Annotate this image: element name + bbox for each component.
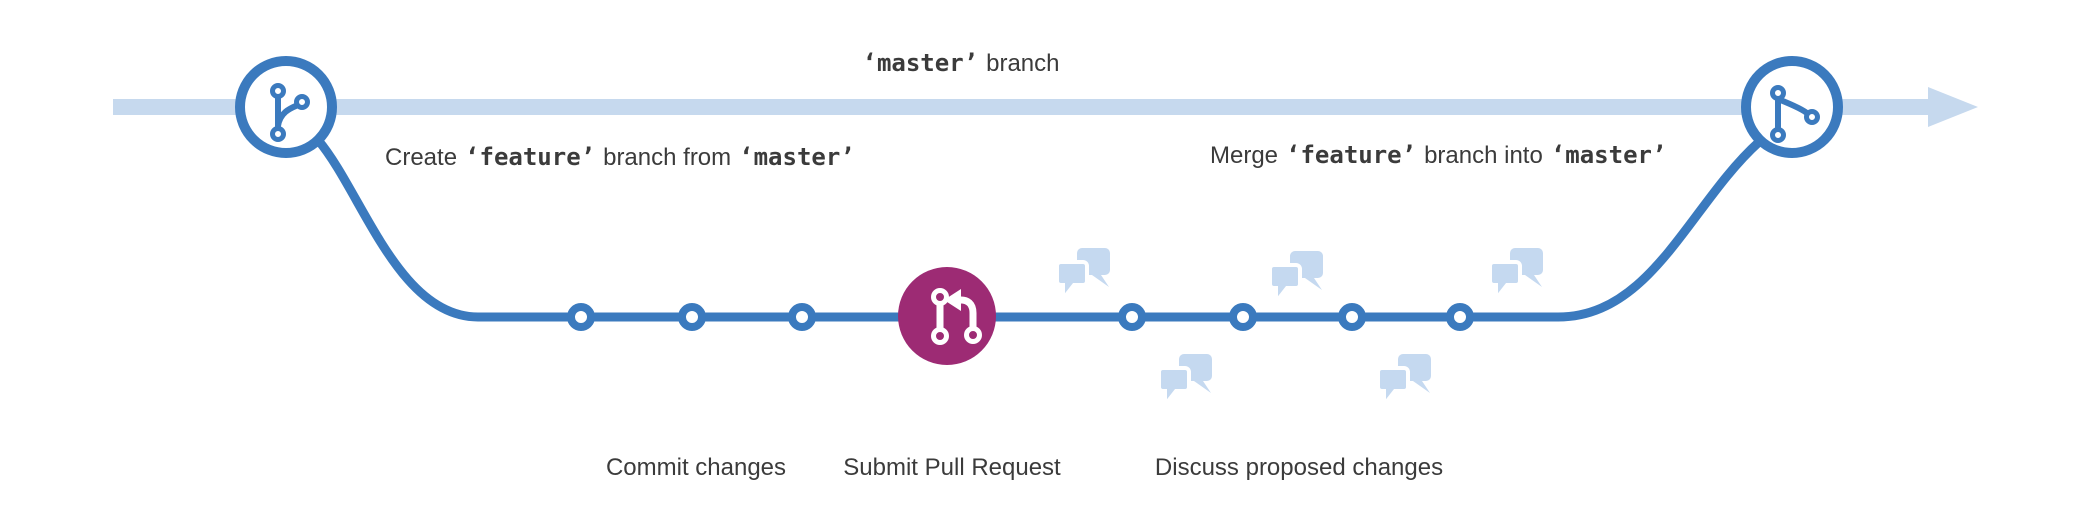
discuss-changes-label: Discuss proposed changes [1154, 454, 1444, 481]
feature-branch-name: ‘feature’ [465, 143, 596, 171]
discussion-bubbles-icon [1155, 352, 1217, 410]
commit-dot [1118, 303, 1146, 331]
commit-dot [1338, 303, 1366, 331]
create-word: Create [385, 144, 458, 171]
commit-dot [1229, 303, 1257, 331]
branch-from-words: branch from [603, 144, 732, 171]
discussion-bubbles-icon [1374, 352, 1436, 410]
git-branch-icon [270, 83, 310, 142]
git-merge-icon [1770, 85, 1820, 143]
commit-dot [788, 303, 816, 331]
master-branch-word: branch [986, 50, 1060, 77]
create-branch-label: Create ‘feature’ branch from ‘master’ [385, 142, 859, 173]
master-branch-name: ‘master’ [862, 49, 979, 77]
feature-branch-name: ‘feature’ [1286, 141, 1417, 169]
commit-dots [567, 303, 1474, 331]
branch-point-node [235, 56, 337, 158]
arrowhead-icon [1928, 87, 1978, 127]
commit-dot [567, 303, 595, 331]
commit-dot [1446, 303, 1474, 331]
merge-branch-label: Merge ‘feature’ branch into ‘master’ [1210, 140, 1670, 171]
submit-pull-request-label: Submit Pull Request [843, 454, 1061, 481]
feature-branch-line [314, 137, 1763, 322]
merge-word: Merge [1210, 142, 1279, 169]
pull-request-node [898, 267, 996, 365]
merge-point-node [1741, 56, 1843, 158]
branch-into-words: branch into [1424, 142, 1543, 169]
git-pull-request-icon [931, 288, 982, 345]
commit-dot [678, 303, 706, 331]
commit-changes-label: Commit changes [605, 454, 787, 481]
master-branch-label: ‘master’ branch [863, 48, 1064, 79]
discussion-bubbles-icon [1486, 246, 1548, 304]
master-branch-name: ‘master’ [739, 143, 855, 171]
master-branch-line [113, 87, 1978, 127]
master-branch-name: ‘master’ [1550, 141, 1667, 169]
discussion-bubbles-icon [1053, 246, 1115, 304]
discussion-bubbles-icon [1266, 249, 1328, 307]
